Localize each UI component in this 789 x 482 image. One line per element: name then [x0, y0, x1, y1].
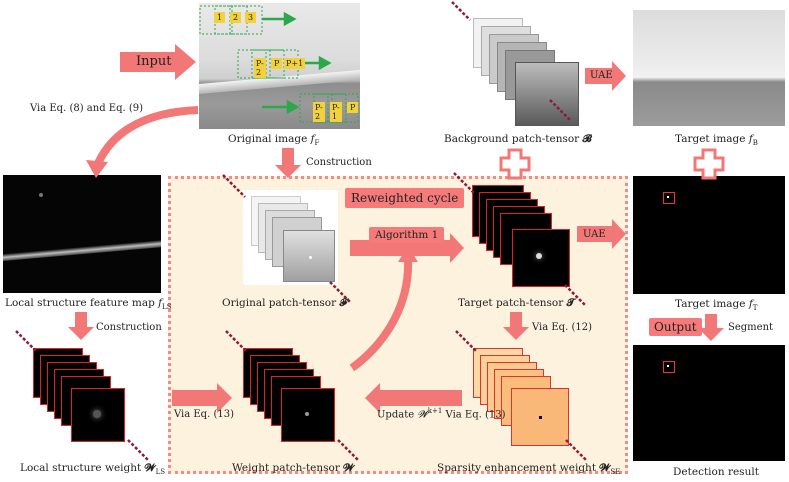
caption-weight-tensor: Weight patch-tensor 𝓦	[232, 462, 355, 474]
caption-detection-result: Detection result	[673, 466, 759, 478]
caption-target-tensor: Target patch-tensor 𝓣	[458, 297, 575, 309]
patch-label: P-2	[254, 58, 266, 78]
via-eq13-label: Via Eq. (13)	[174, 409, 234, 420]
input-label: Input	[136, 54, 172, 69]
detection-result-image	[633, 345, 785, 461]
uae-label-mid: UAE	[583, 229, 606, 240]
algorithm-label: Algorithm 1	[369, 227, 445, 243]
target-image-background	[633, 10, 785, 126]
weight-patch-tensor	[243, 348, 358, 448]
caption-target-image-b: Target image fB	[675, 133, 758, 148]
caption-target-image-t: Target image fT	[675, 298, 758, 313]
local-structure-weight	[33, 348, 148, 448]
segment-label: Segment	[728, 322, 774, 333]
via-eq12-label: Via Eq. (12)	[532, 322, 592, 333]
caption-background-tensor: Background patch-tensor 𝓑	[444, 133, 592, 145]
output-label: Output	[649, 318, 702, 336]
caption-original-image: Original image fF	[228, 133, 320, 148]
patch-label: P+1	[284, 58, 306, 69]
construction-top-label: Construction	[306, 157, 372, 168]
uae-label-top: UAE	[590, 70, 613, 81]
patch-label: P	[347, 102, 359, 113]
patch-label: 1	[214, 12, 226, 23]
target-image-target	[633, 176, 785, 294]
caption-original-tensor: Original patch-tensor 𝓕	[222, 297, 348, 309]
caption-sparsity-weight: Sparsity enhancement weight 𝓦SE	[437, 462, 621, 477]
patch-label: 2	[230, 12, 242, 23]
caption-local-structure-map: Local structure feature map fLS	[5, 297, 172, 312]
patch-label: P-2	[313, 102, 325, 122]
update-label: Update 𝓦k+1 Via Eq. (13)	[377, 407, 506, 421]
local-structure-feature-map	[3, 175, 161, 293]
background-patch-tensor	[473, 18, 583, 128]
target-patch-tensor	[472, 185, 577, 290]
eq89-label: Via Eq. (8) and Eq. (9)	[30, 103, 143, 114]
original-patch-tensor	[243, 190, 338, 285]
caption-local-structure-weight: Local structure weight 𝓦LS	[20, 462, 166, 477]
reweighted-cycle-label: Reweighted cycle	[345, 188, 465, 208]
patch-label: P-1	[330, 102, 342, 122]
patch-label: P	[271, 58, 283, 69]
patch-label: 3	[245, 12, 257, 23]
sparsity-enhancement-weight	[473, 348, 588, 452]
construction-left-label: Construction	[96, 322, 162, 333]
